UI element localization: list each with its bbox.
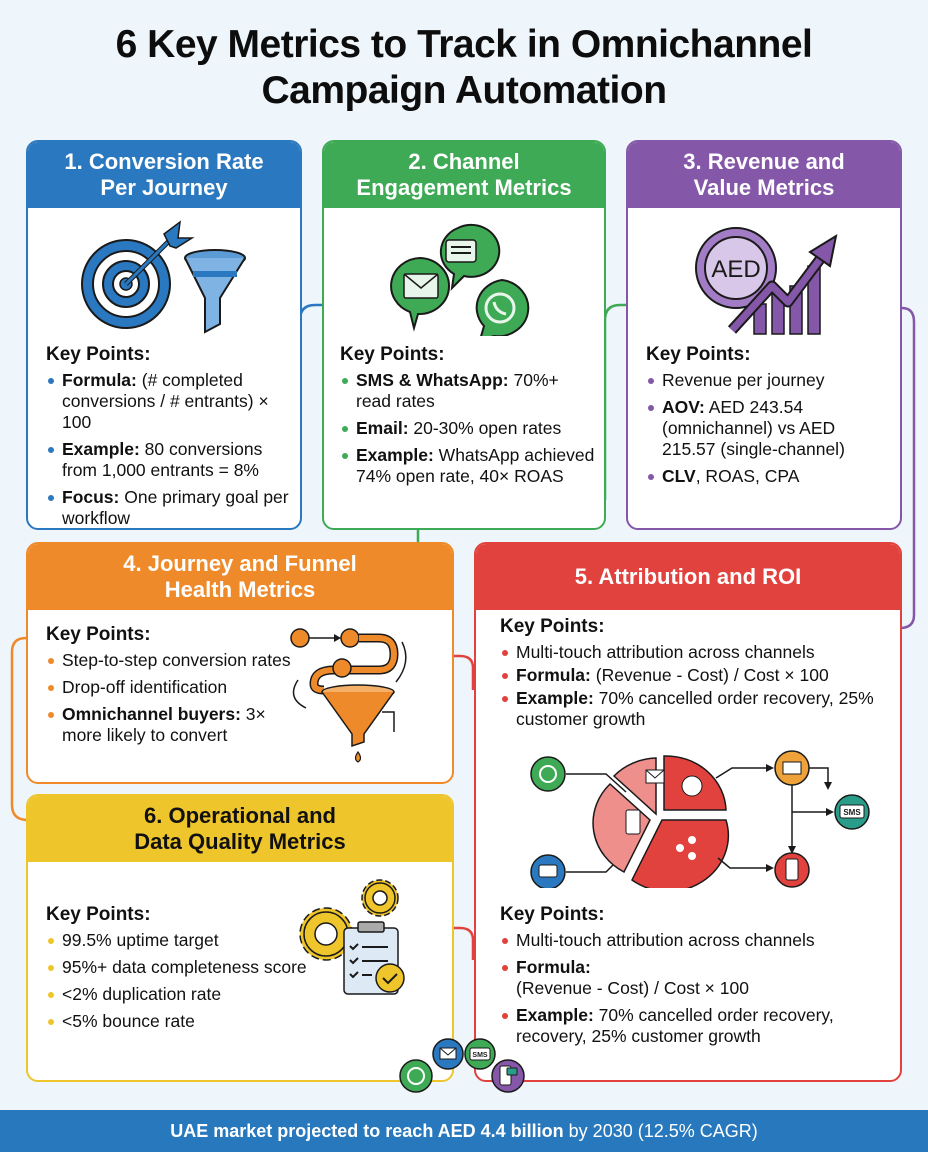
card-6-header: 6. Operational and Data Quality Metrics xyxy=(28,796,452,862)
key-point: Drop-off identification xyxy=(46,677,306,698)
footer-text: by 2030 (12.5% CAGR) xyxy=(563,1121,758,1141)
mobile-chat-icon xyxy=(491,1059,525,1093)
sms-icon: SMS xyxy=(464,1038,496,1070)
key-point: Omnichannel buyers: 3× more likely to co… xyxy=(46,704,306,746)
card-5-title: 5. Attribution and ROI xyxy=(574,564,802,589)
card-1-key-points: Key Points: Formula: (# completed conver… xyxy=(46,344,290,528)
channel-icon-cluster: SMS xyxy=(396,1030,536,1105)
key-point: 99.5% uptime target xyxy=(46,930,316,951)
title-line-2: Campaign Automation xyxy=(261,69,667,112)
card-6-key-points: Key Points: 99.5% uptime target 95%+ dat… xyxy=(46,904,316,1038)
card-2-title-line-1: 2. Channel xyxy=(408,149,520,174)
key-points-label: Key Points: xyxy=(340,344,445,365)
key-points-label: Key Points: xyxy=(646,344,751,365)
key-point: CLV, ROAS, CPA xyxy=(646,466,892,487)
key-point: Example: 70% cancelled order recovery, 2… xyxy=(500,688,892,730)
key-point: SMS & WhatsApp: 70%+ read rates xyxy=(340,370,596,412)
card-operational-data-quality: 6. Operational and Data Quality Metrics … xyxy=(26,794,454,1082)
target-funnel-icon xyxy=(80,220,250,341)
card-4-title-line-1: 4. Journey and Funnel xyxy=(123,551,357,576)
card-6-title-line-2: Data Quality Metrics xyxy=(134,829,346,854)
footer-banner: UAE market projected to reach AED 4.4 bi… xyxy=(0,1110,928,1152)
key-point: Email: 20-30% open rates xyxy=(340,418,596,439)
key-points-label: Key Points: xyxy=(46,344,151,365)
key-point: Formula: (# completed conversions / # en… xyxy=(46,370,290,433)
key-point: Focus: One primary goal per workflow xyxy=(46,487,290,528)
svg-text:SMS: SMS xyxy=(472,1052,488,1059)
key-points-label: Key Points: xyxy=(46,904,151,925)
card-channel-engagement: 2. Channel Engagement Metrics Key Points… xyxy=(322,140,606,530)
key-points-label: Key Points: xyxy=(500,616,605,637)
key-point: 95%+ data completeness score xyxy=(46,957,316,978)
email-icon xyxy=(432,1038,464,1070)
journey-funnel-icon xyxy=(284,628,414,773)
card-5-key-points: Key Points: Multi-touch attribution acro… xyxy=(500,616,892,736)
attribution-pie-icon: SMS xyxy=(506,748,876,893)
gears-checklist-icon xyxy=(296,876,426,1011)
key-point: <2% duplication rate xyxy=(46,984,316,1005)
card-1-title-line-1: 1. Conversion Rate xyxy=(64,149,264,174)
key-point: <5% bounce rate xyxy=(46,1011,316,1032)
card-4-key-points: Key Points: Step-to-step conversion rate… xyxy=(46,624,306,752)
key-point: Example: 70% cancelled order recovery, r… xyxy=(500,1005,892,1047)
key-point: Formula:(Revenue - Cost) / Cost × 100 xyxy=(500,957,892,999)
key-point: Example: 80 conversions from 1,000 entra… xyxy=(46,439,290,481)
card-1-header: 1. Conversion Rate Per Journey xyxy=(28,142,300,208)
card-3-header: 3. Revenue and Value Metrics xyxy=(628,142,900,208)
card-attribution-roi: 5. Attribution and ROI Key Points: Multi… xyxy=(474,542,902,1082)
key-point: Formula: (Revenue - Cost) / Cost × 100 xyxy=(500,665,892,686)
card-conversion-rate: 1. Conversion Rate Per Journey Key Point… xyxy=(26,140,302,530)
card-2-key-points: Key Points: SMS & WhatsApp: 70%+ read ra… xyxy=(340,344,596,493)
card-3-title-line-1: 3. Revenue and xyxy=(683,149,845,174)
card-2-title-line-2: Engagement Metrics xyxy=(356,175,572,200)
card-6-title-line-1: 6. Operational and xyxy=(144,803,336,828)
page-title: 6 Key Metrics to Track in Omnichannel Ca… xyxy=(0,22,928,114)
card-journey-funnel: 4. Journey and Funnel Health Metrics Key… xyxy=(26,542,454,784)
key-point: AOV: AED 243.54 (omnichannel) vs AED 215… xyxy=(646,397,892,460)
whatsapp-icon xyxy=(399,1059,433,1093)
whatsapp-icon xyxy=(530,756,566,792)
card-4-title-line-2: Health Metrics xyxy=(164,577,316,602)
key-point: Multi-touch attribution across channels xyxy=(500,642,892,663)
card-3-title-line-2: Value Metrics xyxy=(693,175,835,200)
card-4-header: 4. Journey and Funnel Health Metrics xyxy=(28,544,452,610)
key-points-label: Key Points: xyxy=(500,904,605,925)
card-1-title-line-2: Per Journey xyxy=(100,175,228,200)
footer-highlight: UAE market projected to reach AED 4.4 bi… xyxy=(170,1121,564,1141)
key-point: Revenue per journey xyxy=(646,370,892,391)
card-3-key-points: Key Points: Revenue per journey AOV: AED… xyxy=(646,344,892,493)
card-revenue-value: 3. Revenue and Value Metrics AED Key Poi… xyxy=(626,140,902,530)
key-point: Multi-touch attribution across channels xyxy=(500,930,892,951)
aed-growth-chart-icon: AED xyxy=(692,226,842,341)
key-point: Step-to-step conversion rates xyxy=(46,650,306,671)
card-5-key-points-2: Key Points: Multi-touch attribution acro… xyxy=(500,904,892,1053)
card-2-header: 2. Channel Engagement Metrics xyxy=(324,142,604,208)
svg-text:AED: AED xyxy=(711,256,760,283)
key-point: Example: WhatsApp achieved 74% open rate… xyxy=(340,445,596,487)
svg-text:SMS: SMS xyxy=(843,808,861,817)
card-5-header: 5. Attribution and ROI xyxy=(476,544,900,610)
chat-bubbles-icon xyxy=(390,220,540,342)
key-points-label: Key Points: xyxy=(46,624,151,645)
title-line-1: 6 Key Metrics to Track in Omnichannel xyxy=(115,23,813,66)
